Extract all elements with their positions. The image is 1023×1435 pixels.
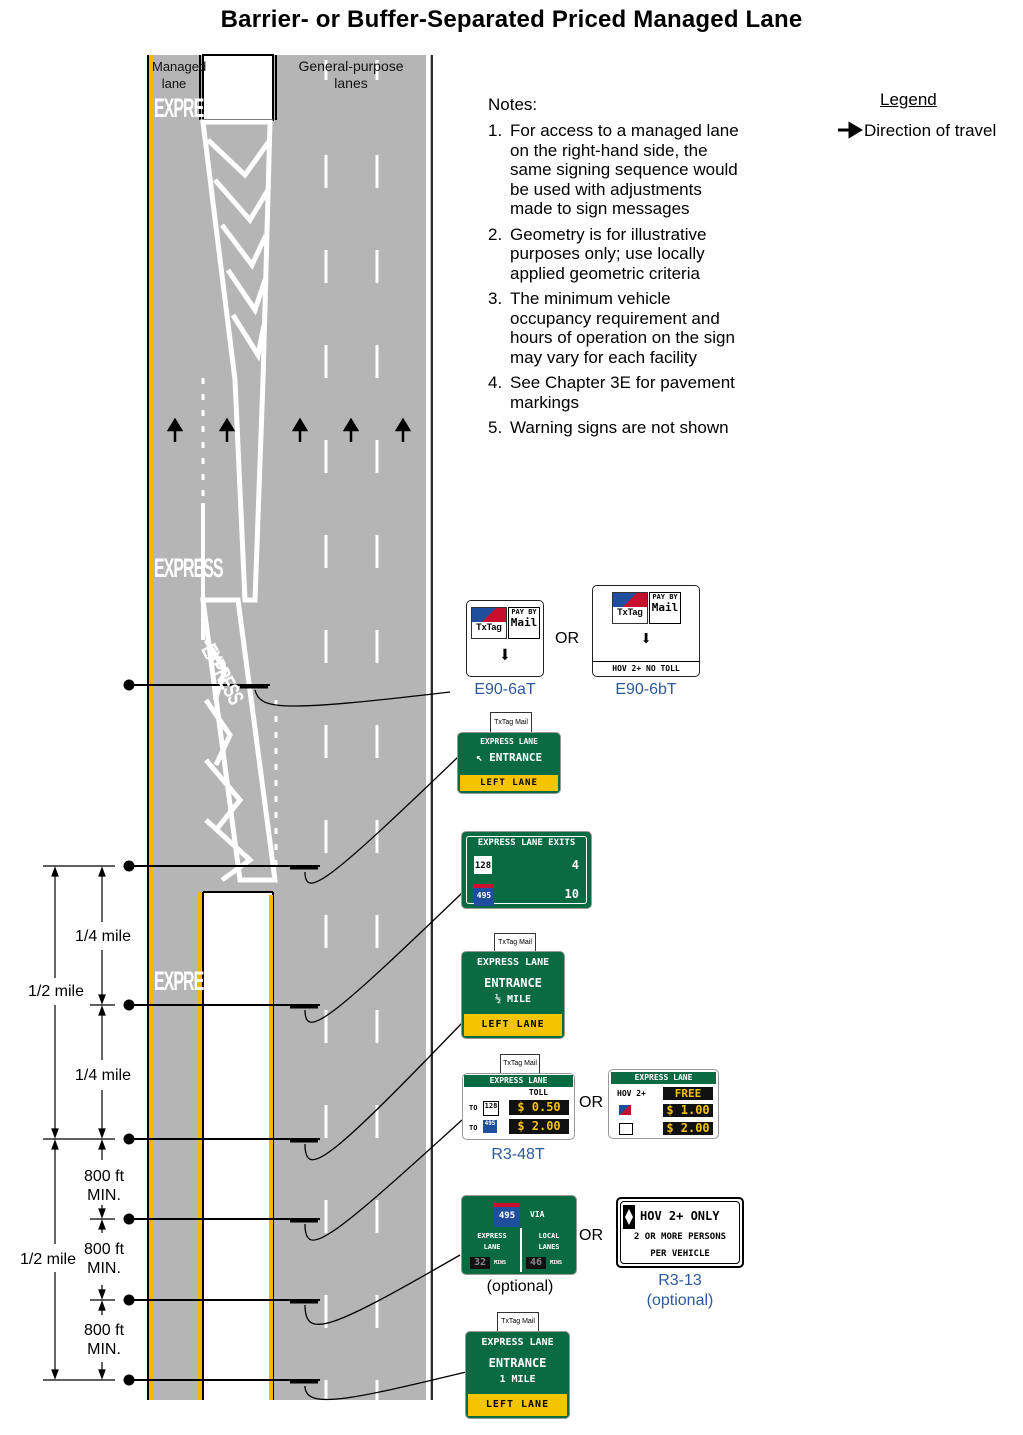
notes-list: 1.For access to a managed lane on the ri… xyxy=(488,121,745,444)
sign-code-r3-48t: R3-48T xyxy=(491,1146,545,1163)
pavement-word-express: EXPRESS xyxy=(154,95,224,124)
legend-heading: Legend xyxy=(880,90,937,109)
interstate-shield: 495 xyxy=(483,1120,497,1133)
or-label: OR xyxy=(555,630,579,647)
managed-lane-header: Managed lane xyxy=(152,59,207,91)
sign-e90-6bt: TxTag PAY BY Mail ⬇ HOV 2+ NO TOLL xyxy=(592,585,700,677)
hov-no-toll-band: HOV 2+ NO TOLL xyxy=(593,661,699,676)
note-item: 5.Warning signs are not shown xyxy=(488,418,729,437)
sign-code-e90-6at: E90-6aT xyxy=(474,681,536,698)
txtag-icon xyxy=(619,1105,631,1115)
pavement-word-express: EXPRESS xyxy=(154,555,224,584)
txtag-logo: TxTag Mail xyxy=(500,1054,540,1074)
txtag-logo: TxTag Mail xyxy=(497,1312,539,1332)
sign-code-e90-6bt: E90-6bT xyxy=(615,681,677,698)
optional-label: (optional) xyxy=(646,1292,714,1309)
sign-entrance-one-mile: EXPRESS LANE ENTRANCE 1 MILE LEFT LANE xyxy=(466,1332,569,1418)
interstate-shield: 495 xyxy=(474,884,494,906)
notes-heading: Notes: xyxy=(488,95,538,114)
or-label: OR xyxy=(579,1227,603,1244)
txtag-logo: TxTag Mail xyxy=(494,933,536,953)
sign-r3-13: HOV 2+ ONLY 2 OR MORE PERSONS PER VEHICL… xyxy=(616,1197,744,1268)
note-item: 3.The minimum vehicle occupancy requirem… xyxy=(488,289,735,367)
txtag-logo: TxTag xyxy=(471,607,507,639)
sign-r3-48t-alt: EXPRESS LANE HOV 2+ FREE $ 1.00 $ 2.00 xyxy=(608,1069,719,1139)
txtag-logo: TxTag Mail xyxy=(490,712,532,734)
sign-travel-time: 495 VIA EXPRESS LANE LOCAL LANES 32 MINS… xyxy=(462,1196,576,1274)
legend-direction-label: Direction of travel xyxy=(864,121,997,140)
interstate-shield: 495 xyxy=(494,1203,520,1227)
arrow-down-icon: ⬇ xyxy=(639,626,653,650)
note-item: 2.Geometry is for illustrative purposes … xyxy=(488,224,707,283)
pavement-word-express: EXPRESS xyxy=(154,968,224,997)
or-label: OR xyxy=(579,1094,603,1111)
dimension-quarter-mile: 1/4 mile xyxy=(74,1067,132,1084)
arrow-up-left-icon: ↖ xyxy=(475,751,483,764)
note-item: 4.See Chapter 3E for pavement markings xyxy=(488,373,735,412)
optional-label: (optional) xyxy=(486,1278,554,1295)
arrow-down-icon: ⬇ xyxy=(498,643,512,668)
dimension-half-mile: 1/2 mile xyxy=(27,983,85,1000)
txtag-logo: TxTag xyxy=(612,592,648,624)
pay-by-mail-icon xyxy=(619,1123,633,1135)
dimension-half-mile: 1/2 mile xyxy=(19,1251,77,1268)
state-route-shield: 128 xyxy=(483,1101,499,1116)
state-route-shield: 128 xyxy=(474,856,492,874)
sign-e90-6at: TxTag PAY BY Mail ⬇ xyxy=(466,600,544,677)
sign-express-entrance-left: EXPRESS LANE ↖ ENTRANCE LEFT LANE xyxy=(458,733,560,793)
diamond-icon xyxy=(623,1205,635,1229)
pay-by-mail-logo: PAY BY Mail xyxy=(508,607,540,639)
sign-express-lane-exits: EXPRESS LANE EXITS 128 4 495 10 xyxy=(462,832,591,908)
sign-entrance-half-mile: EXPRESS LANE ENTRANCE ½ MILE LEFT LANE xyxy=(462,952,564,1038)
diagram-title: Barrier- or Buffer-Separated Priced Mana… xyxy=(220,6,803,33)
sign-code-r3-13: R3-13 xyxy=(658,1272,702,1289)
pay-by-mail-logo: PAY BY Mail xyxy=(649,592,681,624)
dimension-quarter-mile: 1/4 mile xyxy=(74,928,132,945)
general-purpose-header: General-purpose lanes xyxy=(298,58,404,91)
note-item: 1.For access to a managed lane on the ri… xyxy=(488,121,739,218)
sign-r3-48t: EXPRESS LANE TOLL TO 128 $ 0.50 TO 495 $… xyxy=(462,1073,575,1140)
